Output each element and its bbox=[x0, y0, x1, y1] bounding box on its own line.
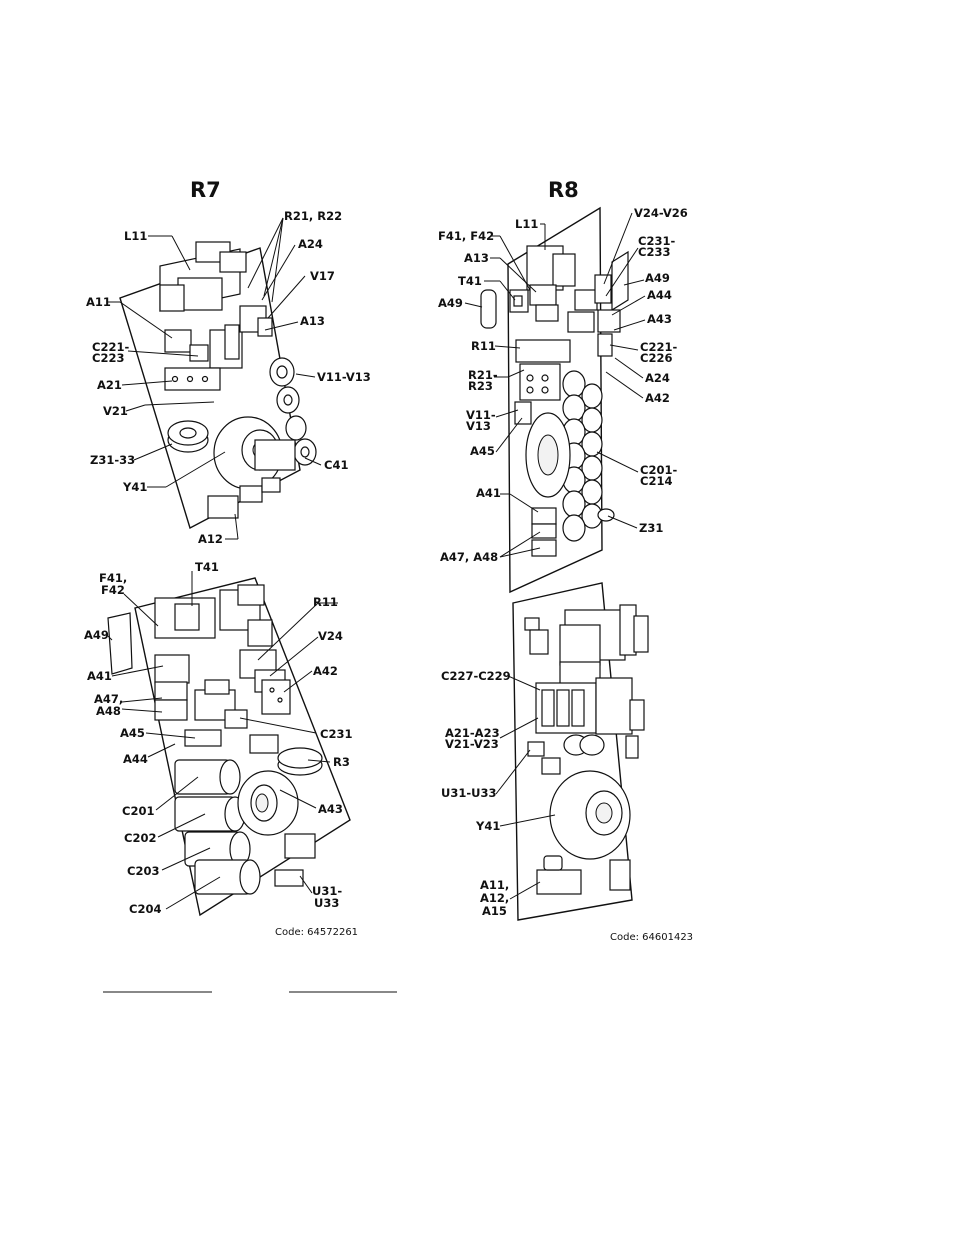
r7-lower-board bbox=[107, 577, 351, 917]
label-r7-c201: C201 bbox=[122, 804, 154, 818]
label-r8-v21-v23: V21-V23 bbox=[445, 737, 499, 751]
label-r8-r11: R11 bbox=[471, 339, 496, 353]
label-r8-c214: C214 bbox=[640, 474, 672, 488]
label-r8-a45: A45 bbox=[470, 444, 495, 458]
label-r8-a42: A42 bbox=[645, 391, 670, 405]
label-r8-t41: T41 bbox=[458, 274, 482, 288]
label-r7-v21: V21 bbox=[103, 404, 128, 418]
label-r7-a49: A49 bbox=[84, 628, 109, 642]
label-r8-c221: C221- bbox=[640, 340, 677, 354]
label-r8-u31-u33: U31-U33 bbox=[441, 786, 496, 800]
label-r8-r23: R23 bbox=[468, 379, 493, 393]
label-r7-f42: F42 bbox=[101, 583, 125, 597]
code-r8: Code: 64601423 bbox=[610, 932, 693, 943]
label-r7-c203: C203 bbox=[127, 864, 159, 878]
label-r8-c233: C233 bbox=[638, 245, 670, 259]
title-r7: R7 bbox=[190, 178, 221, 202]
label-r7-v17: V17 bbox=[310, 269, 335, 283]
label-r8-a49-right: A49 bbox=[645, 271, 670, 285]
label-r7-r11: R11 bbox=[313, 595, 338, 609]
label-r8-a15: A15 bbox=[482, 904, 507, 918]
label-r7-z31-33: Z31-33 bbox=[90, 453, 135, 467]
label-r7-a12: A12 bbox=[198, 532, 223, 546]
label-r7-a41: A41 bbox=[87, 669, 112, 683]
label-r8-l11: L11 bbox=[515, 217, 538, 231]
label-r7-c231: C231 bbox=[320, 727, 352, 741]
label-r8-a47-a48: A47, A48 bbox=[440, 550, 498, 564]
label-r8-a24: A24 bbox=[645, 371, 670, 385]
label-r8-c227-c229: C227-C229 bbox=[441, 669, 511, 683]
label-r7-a21: A21 bbox=[97, 378, 122, 392]
label-r8-a13: A13 bbox=[464, 251, 489, 265]
label-r8-c201: C201- bbox=[640, 463, 677, 477]
r7-upper-board bbox=[119, 241, 317, 530]
label-r7-l11: L11 bbox=[124, 229, 147, 243]
r7-lower-leaders bbox=[107, 571, 338, 910]
label-r7-a11: A11 bbox=[86, 295, 111, 309]
label-r7-c223: C223 bbox=[92, 351, 124, 365]
label-r8-v24-v26: V24-V26 bbox=[634, 206, 688, 220]
label-r7-r21-r22: R21, R22 bbox=[284, 209, 342, 223]
label-r8-a49-left: A49 bbox=[438, 296, 463, 310]
r8-upper-leaders bbox=[464, 212, 646, 558]
label-r7-a24: A24 bbox=[298, 237, 323, 251]
r7-lower-labels: T41 F41, F42 R11 A49 V24 A41 A42 A47, A4… bbox=[84, 560, 352, 916]
r8-lower-leaders bbox=[495, 675, 556, 900]
label-r7-a13: A13 bbox=[300, 314, 325, 328]
label-r7-c204: C204 bbox=[129, 902, 161, 916]
label-r8-a12: A12, bbox=[480, 891, 509, 905]
label-r8-c231: C231- bbox=[638, 234, 675, 248]
r8-upper-board bbox=[480, 206, 629, 594]
label-r7-a48: A48 bbox=[96, 704, 121, 718]
label-r7-a43: A43 bbox=[318, 802, 343, 816]
r8-lower-board bbox=[512, 582, 649, 921]
label-r8-v13: V13 bbox=[466, 419, 491, 433]
label-r8-v11: V11- bbox=[466, 408, 496, 422]
label-r7-a42: A42 bbox=[313, 664, 338, 678]
label-r8-a43: A43 bbox=[647, 312, 672, 326]
r7-upper-labels: L11 R21, R22 A24 V17 A11 A13 C221- C223 … bbox=[86, 209, 371, 546]
label-r7-t41: T41 bbox=[195, 560, 219, 574]
label-r8-c226: C226 bbox=[640, 351, 672, 365]
label-r7-y41: Y41 bbox=[122, 480, 147, 494]
label-r7-f41: F41, bbox=[99, 571, 127, 585]
label-r7-c221: C221- bbox=[92, 340, 129, 354]
title-r8: R8 bbox=[548, 178, 579, 202]
code-r7: Code: 64572261 bbox=[275, 927, 358, 938]
r8-upper-labels: L11 V24-V26 F41, F42 C231- C233 A13 A49 … bbox=[438, 206, 688, 564]
label-r7-a44: A44 bbox=[123, 752, 148, 766]
label-r7-c41: C41 bbox=[324, 458, 348, 472]
r7-upper-leaders bbox=[108, 217, 322, 540]
label-r8-a44: A44 bbox=[647, 288, 672, 302]
label-r8-a41: A41 bbox=[476, 486, 501, 500]
r8-lower-labels: C227-C229 A21-A23 V21-V23 U31-U33 Y41 A1… bbox=[441, 669, 511, 918]
label-r7-a47: A47, bbox=[94, 692, 123, 706]
label-r8-a21-a23: A21-A23 bbox=[445, 726, 500, 740]
label-r8-z31: Z31 bbox=[639, 521, 663, 535]
label-r8-f41-f42: F41, F42 bbox=[438, 229, 494, 243]
label-r7-c202: C202 bbox=[124, 831, 156, 845]
label-r7-v11-v13: V11-V13 bbox=[317, 370, 371, 384]
label-r7-v24: V24 bbox=[318, 629, 343, 643]
label-r8-a11: A11, bbox=[480, 878, 509, 892]
label-r7-u33: U33 bbox=[314, 896, 339, 910]
label-r8-y41: Y41 bbox=[475, 819, 500, 833]
label-r7-r3: R3 bbox=[333, 755, 350, 769]
label-r7-u31: U31- bbox=[312, 884, 342, 898]
label-r8-r21: R21- bbox=[468, 368, 498, 382]
label-r7-a45: A45 bbox=[120, 726, 145, 740]
